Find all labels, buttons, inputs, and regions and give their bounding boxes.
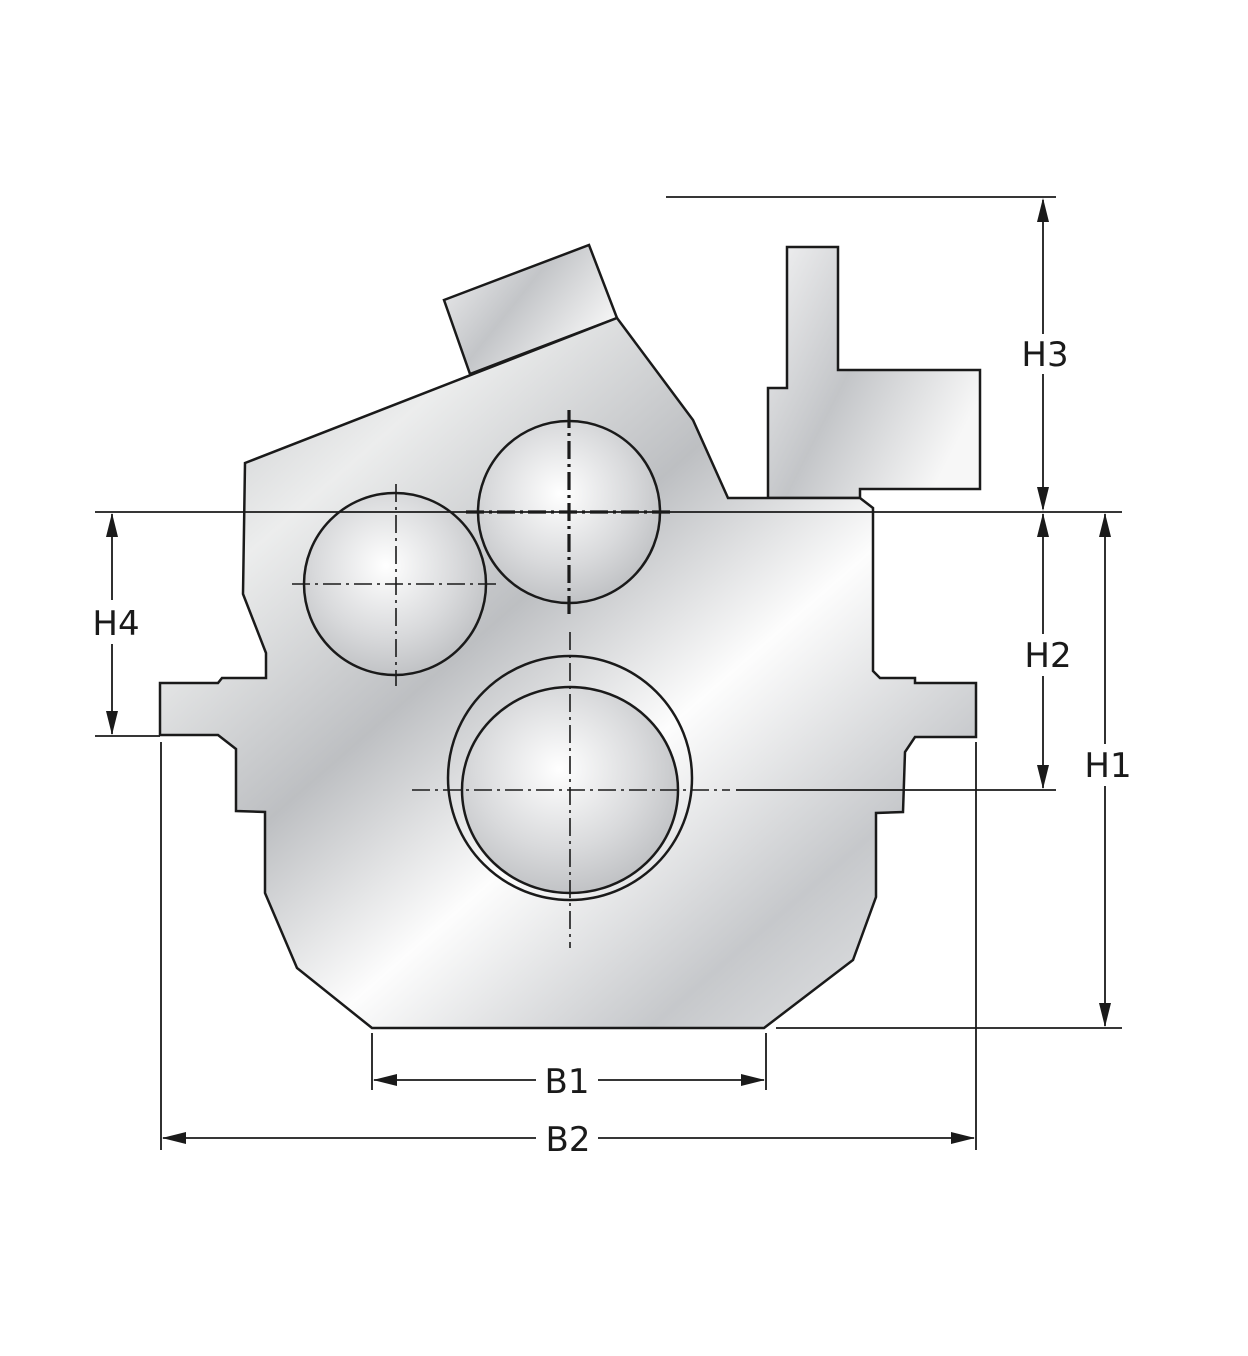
b2-arrow-left xyxy=(162,1132,186,1144)
b2-arrow-right xyxy=(951,1132,975,1144)
b1-arrow-left xyxy=(373,1074,397,1086)
h1-label: H1 xyxy=(1084,746,1131,786)
h4-label: H4 xyxy=(92,604,139,644)
b2-label: B2 xyxy=(546,1120,591,1160)
h4-arrow-bottom xyxy=(106,711,118,735)
b1-arrow-right xyxy=(741,1074,765,1086)
gearbox-body xyxy=(158,316,978,1030)
b1-label: B1 xyxy=(545,1062,590,1102)
h1-arrow-top xyxy=(1099,513,1111,537)
vertical-housing xyxy=(766,245,982,500)
h2-arrow-bottom xyxy=(1037,765,1049,789)
h3-arrow-top xyxy=(1037,198,1049,222)
h3-label: H3 xyxy=(1021,335,1068,375)
h2-label: H2 xyxy=(1024,636,1071,676)
h3-arrow-bottom xyxy=(1037,487,1049,511)
h4-arrow-top xyxy=(106,513,118,537)
h1-arrow-bottom xyxy=(1099,1003,1111,1027)
h2-arrow-top xyxy=(1037,513,1049,537)
